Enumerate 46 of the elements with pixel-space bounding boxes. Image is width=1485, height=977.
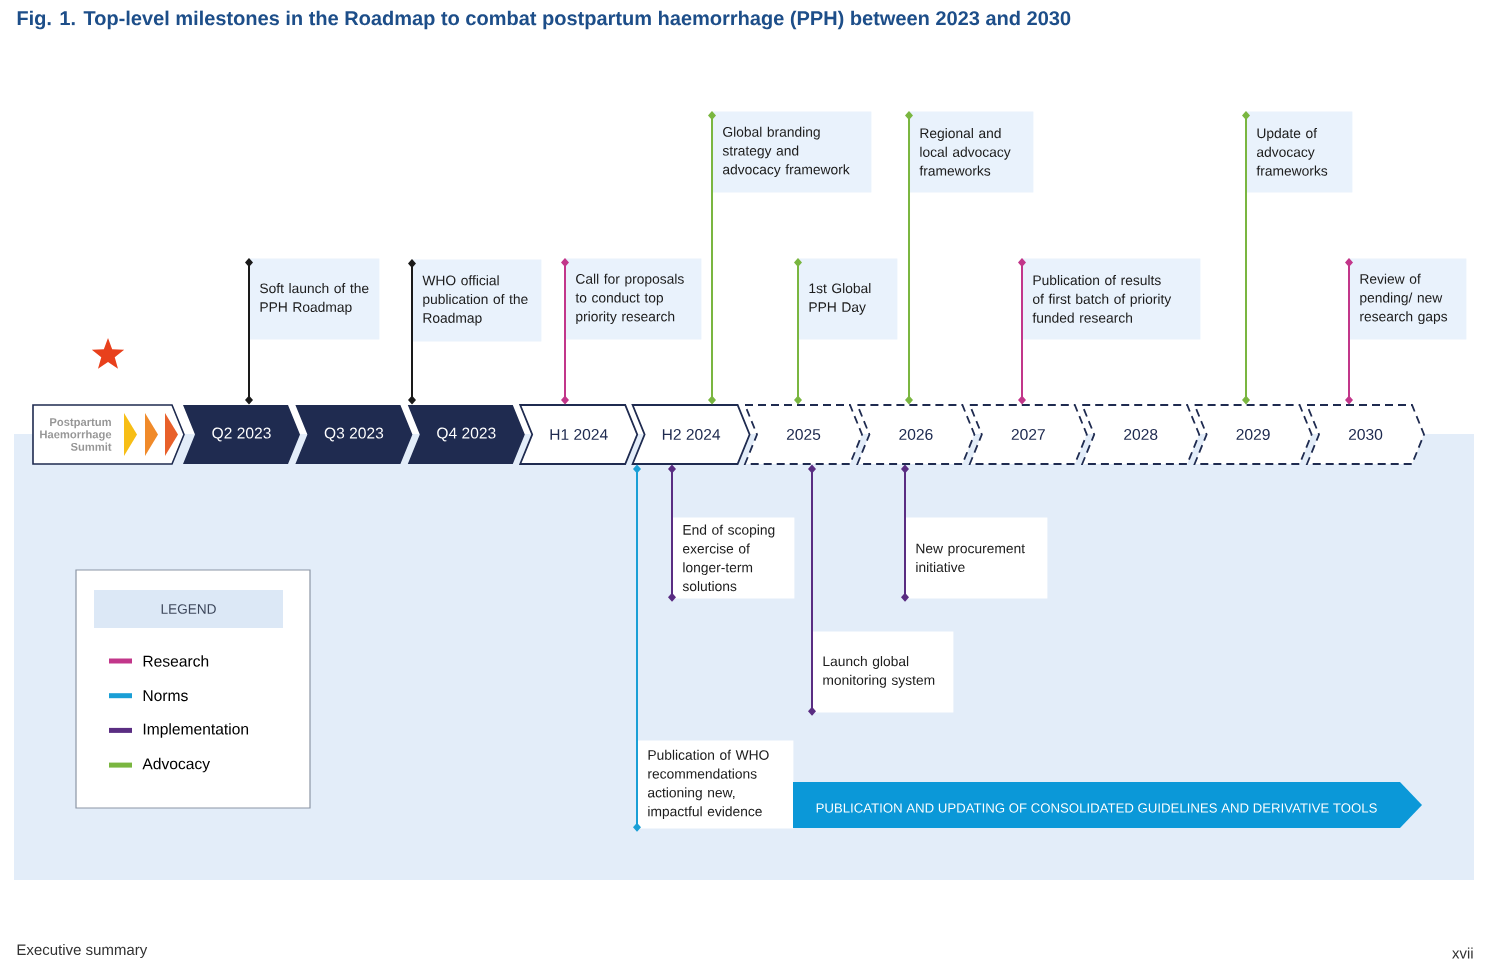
- milestone-box: End of scoping exercise of longer-term solutions: [672, 517, 795, 599]
- milestone-box: Update of advocacy frameworks: [1246, 111, 1353, 193]
- milestone-line: [708, 111, 716, 405]
- milestone-box: Publication of results of first batch of priority funded research: [1022, 258, 1201, 340]
- milestone-box: New procurement initiative: [905, 517, 1048, 599]
- milestone-line: [245, 258, 253, 405]
- period-band: 2030: [1305, 404, 1425, 465]
- legend-label: Implementation: [143, 723, 248, 738]
- period-band: H1 2024: [518, 404, 639, 465]
- milestone-box: Launch global monitoring system: [812, 631, 954, 713]
- milestone-box: Call for proposals to conduct top priority research: [565, 258, 702, 340]
- period-band: Q4 2023: [407, 405, 525, 464]
- milestone-box: Soft launch of the PPH Roadmap: [249, 258, 380, 340]
- figure-title: Fig. 1. Top-level milestones in the Roadmap to combat postpartum haemorrhage (PPH) between 2023 and 2030: [17, 10, 1071, 30]
- period-band: 2026: [856, 404, 976, 465]
- milestone-line: [1345, 258, 1353, 405]
- legend-label: Advocacy: [142, 757, 210, 773]
- period-band: 2025: [743, 404, 863, 465]
- legend-heading: LEGEND: [94, 590, 283, 628]
- summit-band: Postpartum Haemorrhage Summit: [32, 404, 185, 465]
- legend-label: Norms: [143, 690, 188, 702]
- milestone-box: WHO official publication of the Roadmap: [412, 259, 542, 342]
- milestone-line: [633, 464, 641, 832]
- milestone-box: Publication of WHO recommendations actioning new, impactful evidence: [637, 740, 794, 829]
- page-number: xvii: [1452, 947, 1473, 959]
- period-band: Q2 2023: [183, 405, 300, 464]
- milestone-line: [668, 464, 676, 602]
- milestone-line: [1018, 258, 1026, 405]
- milestone-line: [408, 259, 416, 405]
- period-band: 2028: [1080, 404, 1201, 465]
- milestone-line: [1242, 111, 1250, 405]
- milestone-box: 1st Global PPH Day: [798, 258, 898, 340]
- milestone-box: Review of pending/ new research gaps: [1349, 258, 1467, 340]
- period-band: Q3 2023: [295, 405, 413, 464]
- milestone-line: [905, 111, 913, 405]
- milestone-box: Global branding strategy and advocacy framework: [712, 111, 872, 193]
- milestone-line: [901, 464, 909, 602]
- period-band: H2 2024: [631, 404, 751, 465]
- legend-label: Research: [143, 655, 209, 667]
- milestone-box: Regional and local advocacy frameworks: [909, 111, 1034, 193]
- period-band: 2029: [1193, 404, 1313, 465]
- milestone-line: [794, 258, 802, 405]
- period-band: 2027: [968, 404, 1088, 465]
- milestone-line: [808, 464, 816, 716]
- milestone-line: [561, 258, 569, 405]
- footer-text: Executive summary: [17, 944, 148, 958]
